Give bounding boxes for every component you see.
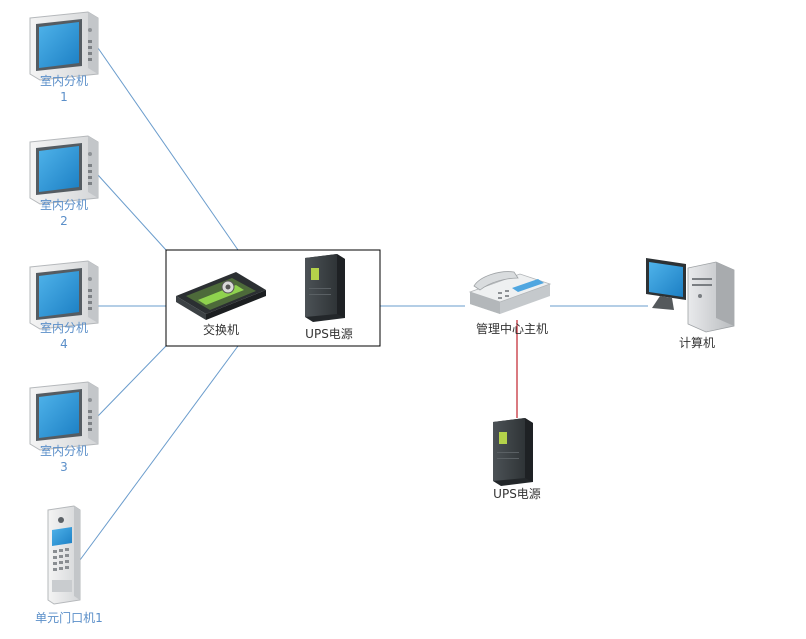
link-unit2-switch (97, 174, 167, 251)
indoor-monitor-icon (29, 11, 99, 81)
switch-ups-group: 交换机 UPS电源 (165, 249, 381, 347)
computer-label: 计算机 (679, 335, 715, 350)
indoor-monitor-icon (29, 260, 99, 330)
link-unit3-switch (97, 345, 167, 417)
indoor-unit-4: 室内分机 4 (29, 260, 99, 351)
ups-power-icon (493, 418, 533, 486)
indoor-unit-label: 室内分机 (40, 320, 88, 335)
link-door-switch (79, 345, 239, 561)
indoor-unit-1: 室内分机 1 (29, 11, 99, 104)
host-label: 管理中心主机 (476, 321, 548, 336)
link-unit1-switch (97, 47, 239, 251)
door-station-label: 单元门口机1 (35, 610, 103, 625)
desk-phone-icon (468, 271, 552, 314)
indoor-unit-2: 室内分机 2 (29, 135, 99, 228)
indoor-monitor-icon (29, 381, 99, 451)
indoor-unit-label: 室内分机 (40, 443, 88, 458)
switch-label: 交换机 (203, 322, 239, 337)
indoor-monitor-icon (29, 135, 99, 205)
door-intercom-icon (47, 505, 81, 605)
desktop-computer-icon (646, 258, 735, 333)
network-switch-icon (176, 272, 266, 320)
ups-power-icon (305, 254, 345, 322)
standalone-ups: UPS电源 (493, 418, 541, 501)
indoor-unit-number: 2 (60, 214, 68, 228)
indoor-unit-number: 3 (60, 460, 68, 474)
indoor-unit-number: 1 (60, 90, 68, 104)
indoor-unit-label: 室内分机 (40, 197, 88, 212)
group-ups-label: UPS电源 (305, 327, 353, 341)
connection-lines (79, 47, 648, 561)
standalone-ups-label: UPS电源 (493, 487, 541, 501)
management-host: 管理中心主机 (468, 271, 552, 336)
indoor-unit-label: 室内分机 (40, 73, 88, 88)
computer: 计算机 (646, 258, 735, 350)
indoor-unit-3: 室内分机 3 (29, 381, 99, 474)
door-station: 单元门口机1 (35, 505, 103, 625)
indoor-unit-number: 4 (60, 337, 68, 351)
